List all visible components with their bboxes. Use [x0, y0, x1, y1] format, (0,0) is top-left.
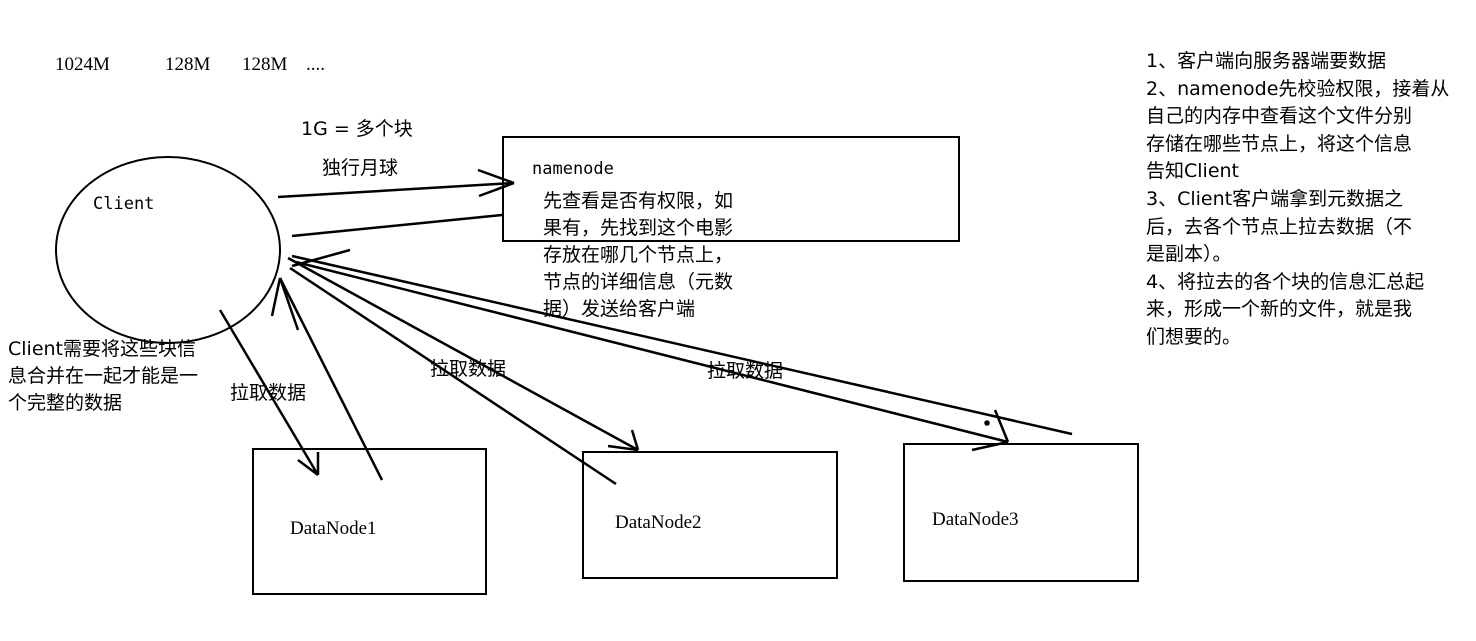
- idiom-note: 独行月球: [322, 157, 399, 179]
- steps-line: 4、将拉去的各个块的信息汇总起: [1146, 270, 1425, 293]
- client-merge-note-line: 个完整的数据: [8, 392, 123, 414]
- request-arrow: [277, 168, 515, 199]
- steps-line: 后，去各个节点上拉去数据（不: [1146, 215, 1413, 238]
- pull-label-datanode3: 拉取数据: [707, 360, 784, 382]
- metadata-return-arrow: [291, 213, 503, 268]
- steps-description: 1、客户端向服务器端要数据 2、namenode先校验权限，接着从 自己的内存中…: [1146, 48, 1466, 352]
- steps-line: 来，形成一个新的文件，就是我: [1146, 298, 1413, 321]
- datanode2-label: DataNode2: [615, 512, 702, 533]
- steps-line: 1、客户端向服务器端要数据: [1146, 50, 1387, 72]
- datanode2-box: [582, 451, 838, 579]
- client-label: Client: [93, 194, 155, 214]
- steps-line: 自己的内存中查看这个文件分别: [1146, 105, 1413, 128]
- steps-line: 2、namenode先校验权限，接着从: [1146, 77, 1450, 100]
- pull-arrow-datanode3: [291, 254, 1073, 452]
- namenode-description: 先查看是否有权限，如 果有，先找到这个电影 存放在哪几个节点上， 节点的详细信息…: [543, 188, 783, 323]
- block-size-ellipsis: ....: [306, 54, 325, 75]
- steps-line: 告知Client: [1146, 160, 1240, 183]
- namenode-box: [502, 136, 960, 242]
- namenode-desc-line: 果有，先找到这个电影: [543, 217, 734, 239]
- datanode1-label: DataNode1: [290, 518, 377, 539]
- steps-line: 是副本）。: [1146, 243, 1232, 266]
- datanode3-box: [903, 443, 1139, 582]
- pull-label-datanode1: 拉取数据: [230, 382, 307, 404]
- steps-line: 3、Client客户端拿到元数据之: [1146, 187, 1404, 210]
- block-size-128m-a: 128M: [165, 54, 211, 75]
- namenode-desc-line: 存放在哪几个节点上，: [543, 244, 734, 266]
- block-size-1024m: 1024M: [55, 54, 110, 75]
- datanode3-label: DataNode3: [932, 509, 1019, 530]
- pull-arrow-datanode1: [218, 277, 384, 481]
- client-merge-note-line: Client需要将这些块信: [8, 338, 197, 360]
- namenode-desc-line: 先查看是否有权限，如: [543, 190, 734, 212]
- steps-line: 们想要的。: [1146, 325, 1242, 348]
- client-node-ellipse: [55, 156, 281, 344]
- block-size-128m-b: 128M: [242, 54, 288, 75]
- pull-arrow-datanode2: [287, 256, 640, 486]
- namenode-desc-line: 据）发送给客户端: [543, 298, 696, 320]
- block-split-note: 1G = 多个块: [301, 118, 413, 140]
- datanode1-box: [252, 448, 487, 595]
- client-merge-note: Client需要将这些块信 息合并在一起才能是一 个完整的数据: [8, 336, 198, 417]
- steps-line: 存储在哪些节点上，将这个信息: [1146, 132, 1413, 155]
- client-merge-note-line: 息合并在一起才能是一: [8, 365, 199, 387]
- namenode-title: namenode: [532, 159, 614, 179]
- namenode-desc-line: 节点的详细信息（元数: [543, 271, 734, 293]
- pull-label-datanode2: 拉取数据: [430, 358, 507, 380]
